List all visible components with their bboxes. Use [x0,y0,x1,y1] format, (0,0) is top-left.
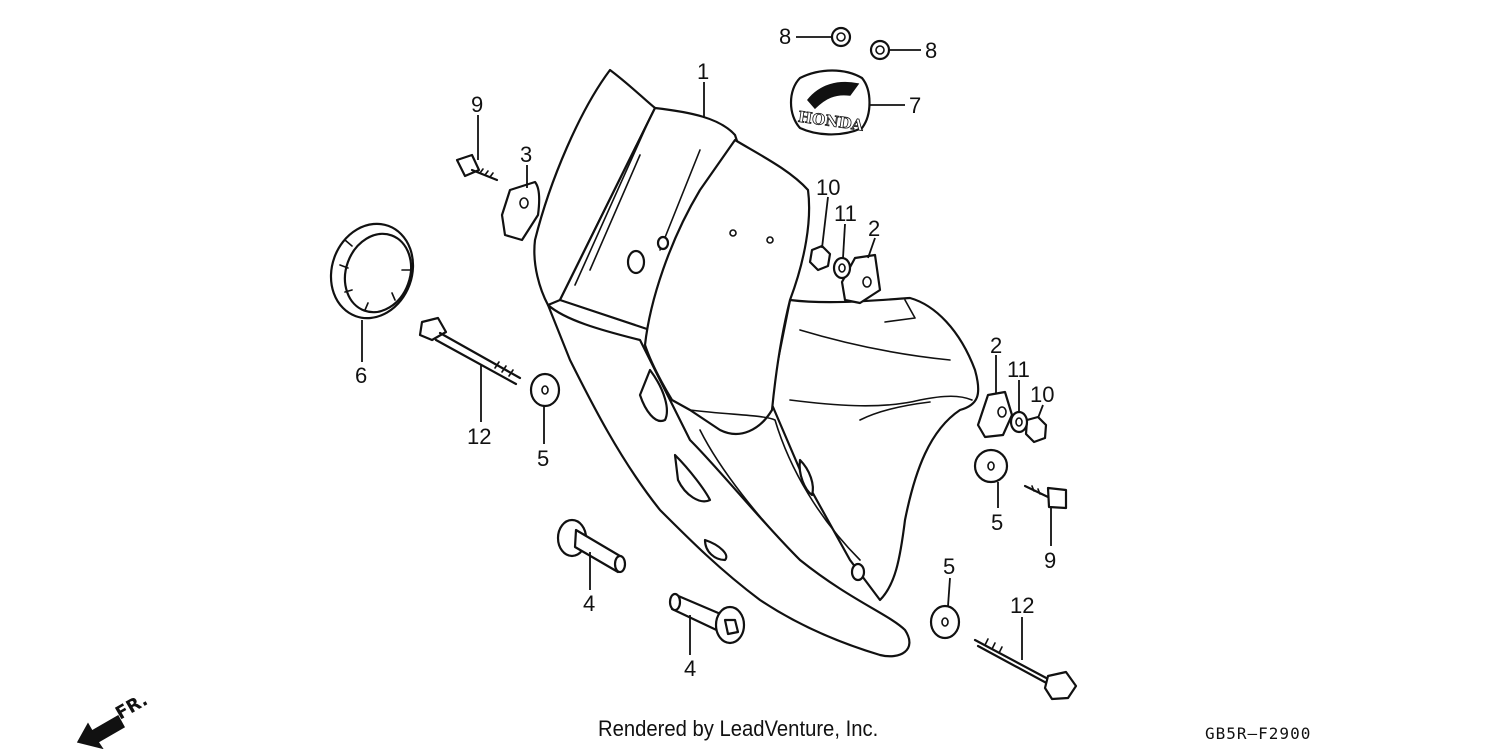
callout-4a: 4 [583,591,595,616]
washer-part-5c [929,604,961,640]
bracket-part-3 [500,180,541,242]
collar-part-4b [668,592,746,645]
nut-part-8a [830,26,852,48]
front-arrow-icon [76,714,126,749]
callout-5b: 5 [991,510,1003,535]
bolt-part-9b [1023,484,1068,510]
callout-10b: 10 [1030,382,1054,407]
leader-lines [361,36,1052,660]
callout-5a: 5 [537,446,549,471]
front-cover-part-1 [533,68,980,658]
grommet-ring-part-6 [329,222,415,320]
callout-1: 1 [697,59,709,84]
callout-9a: 9 [471,92,483,117]
callout-7: 7 [909,93,921,118]
bolt-part-9a [455,153,499,182]
nut-part-10a [808,244,832,272]
callout-8a: 8 [779,24,791,49]
callout-2a: 2 [868,216,880,241]
callout-11b: 11 [1007,357,1030,382]
diagram-code: GB5R–F2900 [1205,724,1312,743]
callout-10a: 10 [816,175,840,200]
collar-part-4a [556,518,627,574]
callout-labels: 1 2 2 3 4 4 5 5 5 6 7 8 8 9 9 10 10 11 1… [355,24,1056,681]
clip-part-2b [976,390,1014,439]
callout-5c: 5 [943,554,955,579]
callout-12a: 12 [467,424,491,449]
callout-6: 6 [355,363,367,388]
callout-3: 3 [520,142,532,167]
callout-11a: 11 [834,201,857,226]
nut-part-10b [1024,415,1048,444]
front-direction-indicator: FR. [76,689,151,749]
callout-12b: 12 [1010,593,1034,618]
washer-part-5b [973,448,1009,484]
nut-part-8b [869,39,891,61]
washer-part-5a [529,372,561,408]
clip-part-2a [840,253,882,305]
long-bolt-part-12b [973,638,1078,701]
long-bolt-part-12a [418,316,522,386]
callout-8b: 8 [925,38,937,63]
washer-part-11a [832,256,852,280]
callout-2b: 2 [990,333,1002,358]
washer-part-11b [1009,410,1029,434]
callout-9b: 9 [1044,548,1056,573]
render-credit: Rendered by LeadVenture, Inc. [598,716,879,741]
honda-emblem-part-7: HONDA [789,69,871,136]
callout-4b: 4 [684,656,696,681]
